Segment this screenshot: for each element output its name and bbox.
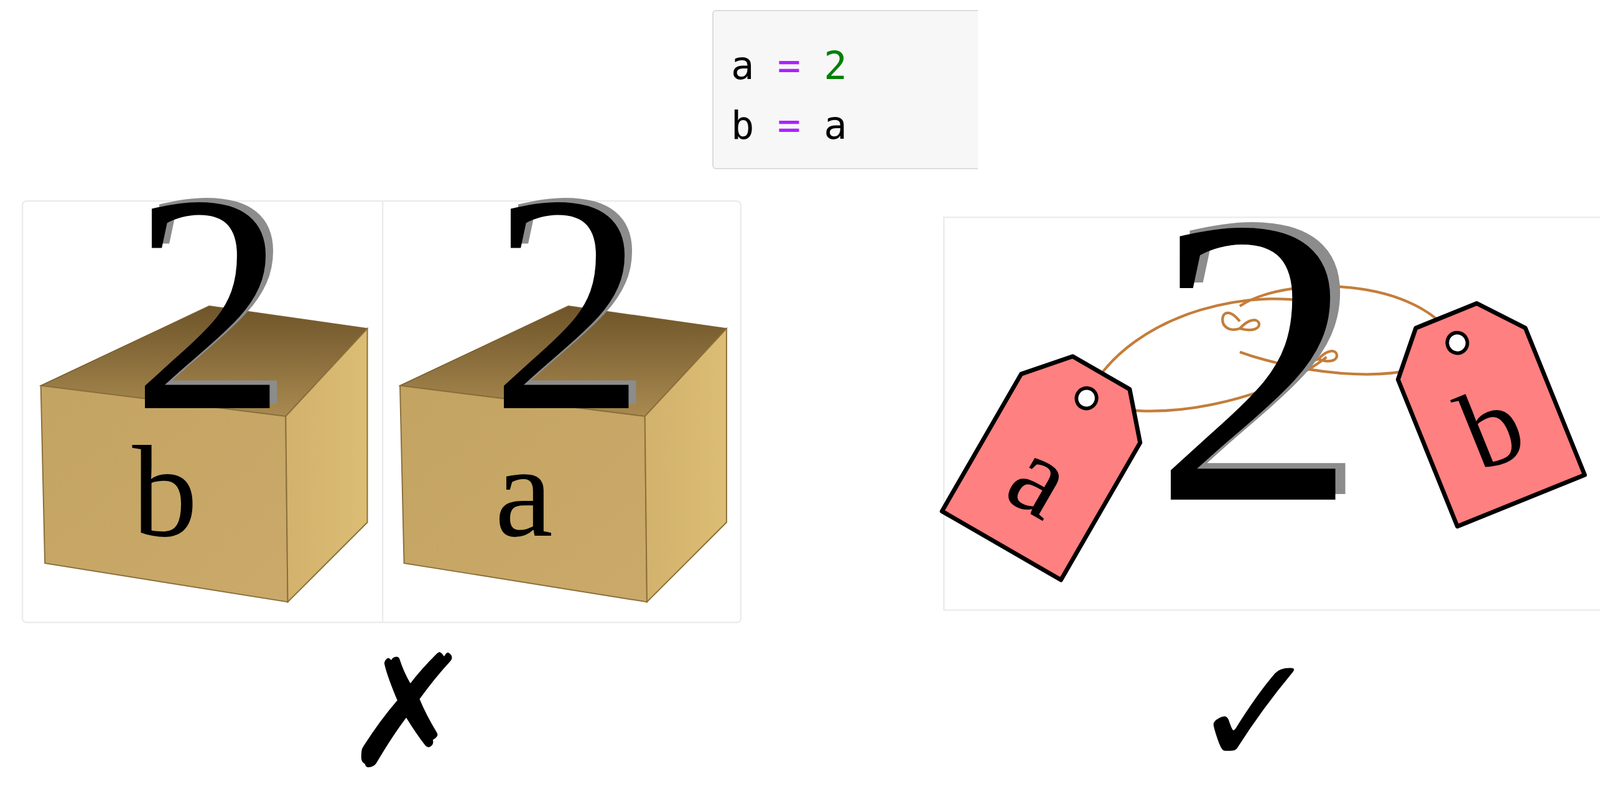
panel-divider	[381, 200, 384, 623]
code-line: a = 2	[730, 36, 961, 96]
check-mark: ✓	[1124, 634, 1387, 791]
code-line: b = a	[730, 95, 961, 156]
code-token: 2	[823, 42, 847, 89]
code-token: =	[777, 42, 801, 89]
code-token: =	[777, 102, 801, 149]
code-token: b	[730, 102, 754, 149]
cross-mark: ✗	[277, 634, 539, 791]
value-digit: 2	[78, 147, 340, 459]
code-box: a = 2b = a	[712, 9, 978, 170]
code-token: a	[823, 102, 847, 149]
value-digit: 2	[437, 147, 699, 459]
code-token: a	[730, 42, 754, 89]
value-digit: 2	[1093, 156, 1418, 567]
